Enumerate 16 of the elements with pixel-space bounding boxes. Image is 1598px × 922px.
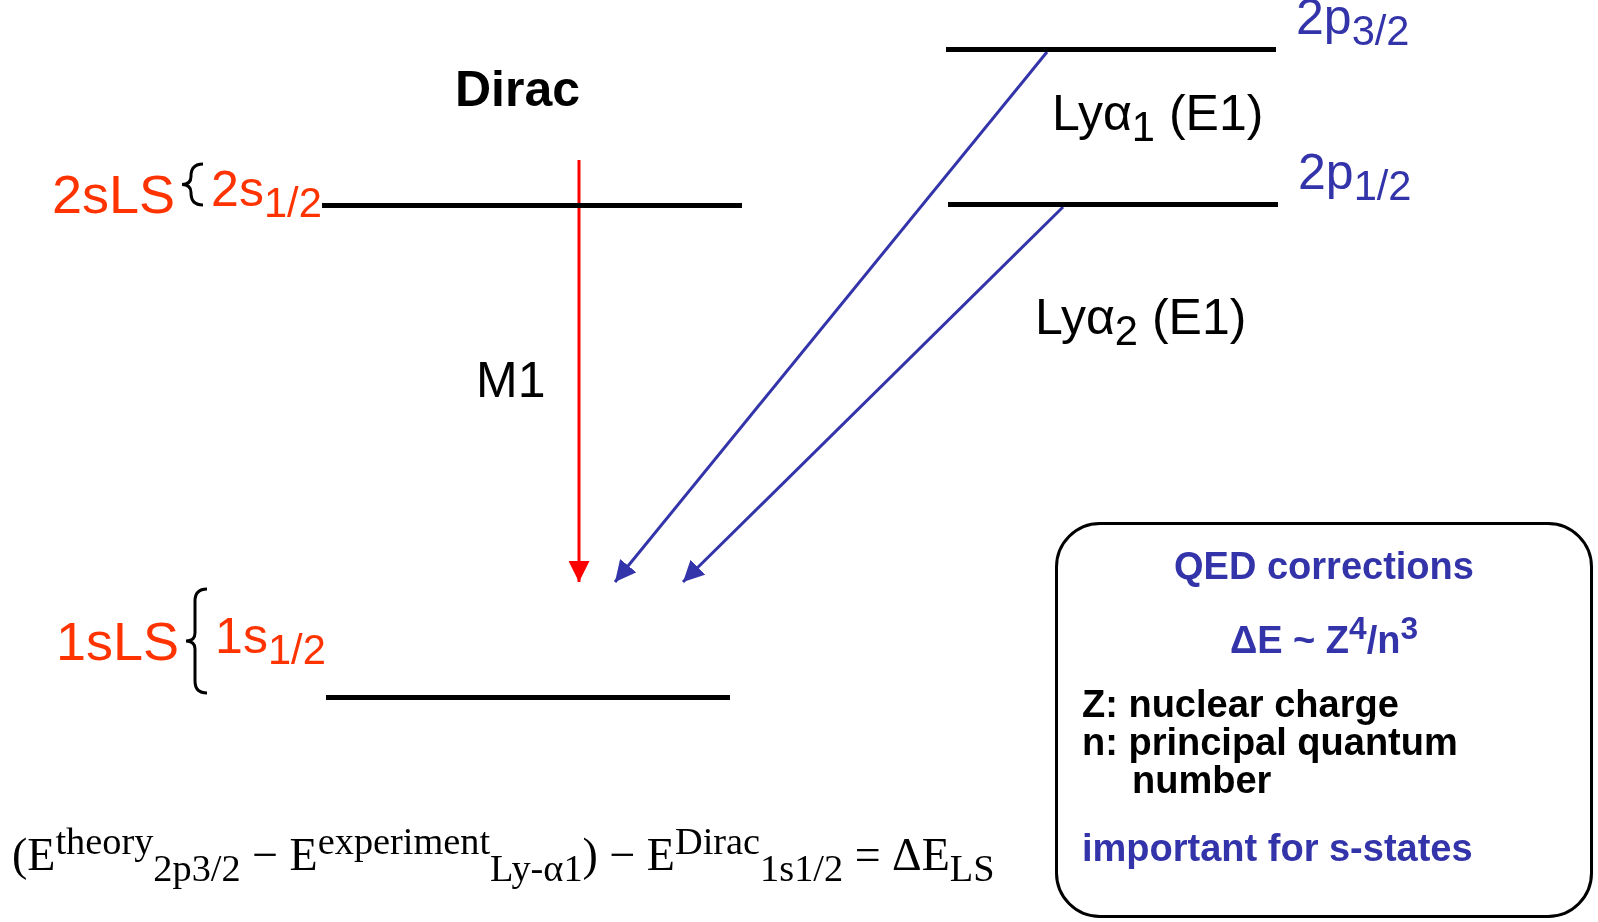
heading: Dirac <box>455 64 581 114</box>
panel-text: QED corrections <box>1173 547 1475 585</box>
level-label: 2p$_{3/2}$ <box>1296 0 1410 52</box>
arrow <box>613 51 1049 583</box>
panel-text: ΔE ~ Z$^{4}$/n$^{3}$ <box>1228 613 1420 659</box>
arrow <box>568 160 590 582</box>
state-label: 2sLS <box>52 167 176 221</box>
arrow <box>681 205 1065 584</box>
level-label: 1s$_{1/2}$ <box>215 611 326 671</box>
panel-text: important for s-states <box>1082 828 1474 867</box>
state-label: 1sLS <box>56 614 180 668</box>
level-label: 2s$_{1/2}$ <box>211 164 322 224</box>
panel-text: Z: nuclear charge <box>1082 684 1400 723</box>
formula: (E$^{theory}$$_{2p3/2}$ − E$^{experiment}$$_{Ly-α1}$) − E$^{Dirac}$$_{1s1/2}$ = ΔE$_{LS}$ <box>12 822 995 887</box>
level-label: 2p$_{1/2}$ <box>1298 147 1412 207</box>
info-panel <box>1055 522 1593 918</box>
